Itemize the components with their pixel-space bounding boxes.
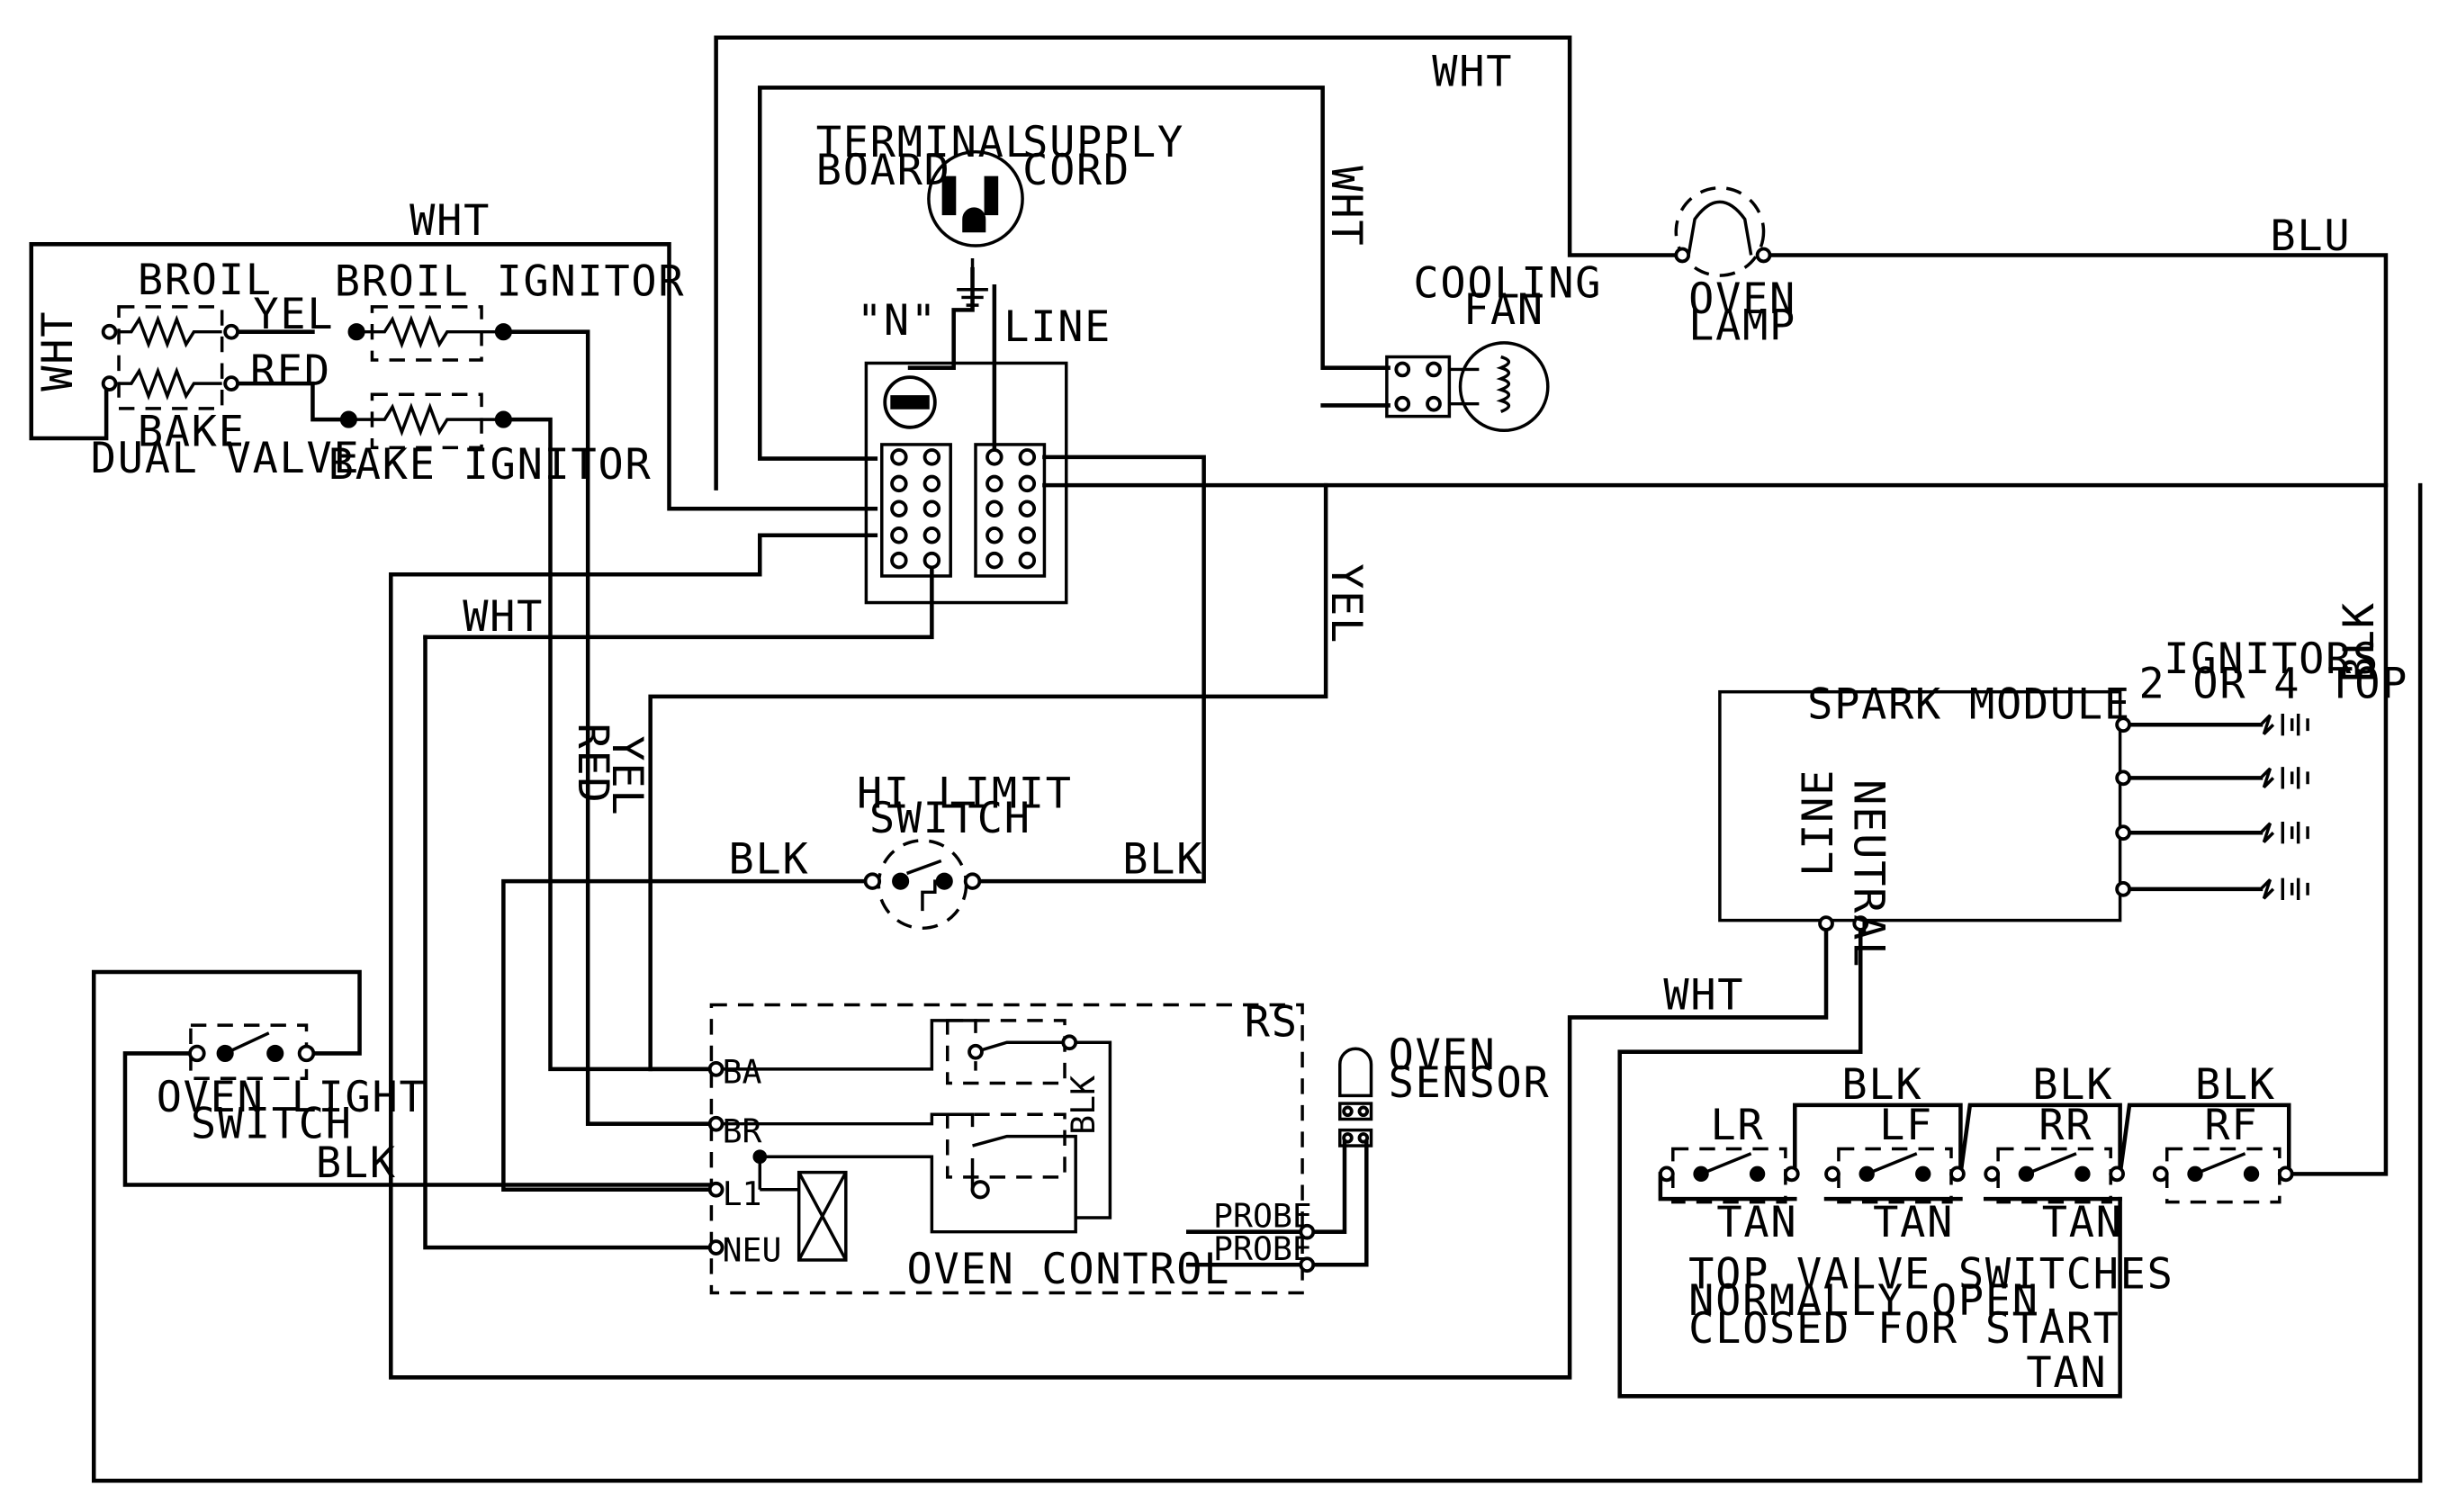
- hi-limit-label-2: SWITCH: [869, 794, 1031, 843]
- rr-label: RR: [2038, 1101, 2092, 1150]
- wire-label-yel-right: YEL: [1321, 563, 1371, 644]
- wire-label-blk-light: BLK: [316, 1138, 397, 1188]
- wire-label-wht-vertical: WHT: [1321, 166, 1371, 247]
- note-line-1: TOP VALVE SWITCHES: [1688, 1249, 2174, 1299]
- oven-sensor-label-1: OVEN: [1389, 1030, 1497, 1080]
- top-valve-switches: [1658, 1147, 2294, 1204]
- neutral-n-label: "N": [857, 296, 938, 346]
- supply-label: SUPPLY: [1022, 118, 1184, 167]
- neutral-label: NEUTRAL: [1843, 779, 1893, 968]
- cord-label: CORD: [1022, 146, 1130, 195]
- supply-cord-plug-icon: [927, 149, 1024, 307]
- bake-ignitor-label: BAKE IGNITOR: [328, 440, 652, 490]
- oven-lamp-icon: [1674, 185, 1772, 277]
- wire-label-wht-spark: WHT: [1663, 971, 1744, 1021]
- oven-lamp-label-2: LAMP: [1688, 301, 1796, 350]
- ba-label: BA: [723, 1052, 762, 1091]
- fan-label: FAN: [1463, 285, 1544, 335]
- wiring: [29, 35, 2423, 1483]
- terminal-board: [864, 361, 1068, 605]
- wire-label-blk-control: BLK: [1064, 1076, 1102, 1135]
- lf-label: LF: [1879, 1101, 1933, 1150]
- oven-control-label: OVEN CONTROL: [907, 1245, 1231, 1294]
- valve-switch-rf: [2152, 1147, 2294, 1204]
- wire-label-tan-1: TAN: [1716, 1198, 1797, 1247]
- wire-label-blk-hilimit-left: BLK: [729, 834, 810, 884]
- rf-label: RF: [2204, 1101, 2258, 1150]
- ignitors-label-1: IGNITORS: [2164, 634, 2380, 684]
- spark-line-label: LINE: [1794, 769, 1843, 877]
- line-label: LINE: [1004, 302, 1112, 352]
- board-label: BOARD: [816, 146, 951, 195]
- note-line-3: CLOSED FOR START: [1688, 1304, 2120, 1354]
- probe-label-1: PROBE: [1213, 1196, 1312, 1235]
- wire-label-tan-bottom: TAN: [2026, 1348, 2107, 1398]
- bake-label: BAKE: [138, 408, 246, 457]
- hi-limit-switch-icon: [863, 839, 982, 931]
- probe-label-2: PROBE: [1213, 1229, 1312, 1268]
- hi-limit-label-1: HI LIMIT: [857, 769, 1073, 818]
- br-label: BR: [723, 1112, 762, 1151]
- spark-module: [1718, 689, 2309, 932]
- broil-ignitor: [347, 305, 512, 362]
- valve-switch-lr: [1658, 1147, 1800, 1204]
- wire-label-blk-1: BLK: [1841, 1060, 1922, 1110]
- spark-module-label: SPARK MODULE: [1807, 680, 2131, 729]
- wire-label-wht-left: WHT: [410, 196, 490, 246]
- terminal-label: TERMINAL: [816, 118, 1032, 167]
- oven-sensor-icon: [1338, 1047, 1373, 1148]
- wire-label-blk-2: BLK: [2032, 1060, 2113, 1110]
- dual-valve-label: DUAL VALVE: [91, 434, 361, 483]
- wire-label-yel-vertical: YEL: [602, 735, 652, 816]
- neu-label: NEU: [723, 1231, 782, 1270]
- wire-label-wht-top: WHT: [1432, 48, 1513, 97]
- wire-label-red-vertical: RED: [568, 723, 617, 804]
- wire-label-tan-3: TAN: [2042, 1198, 2123, 1247]
- oven-control: [707, 1003, 1316, 1295]
- oven-light-switch-icon: [188, 1023, 316, 1080]
- lr-label: LR: [1710, 1101, 1764, 1150]
- wire-label-tan-2: TAN: [1873, 1198, 1954, 1247]
- wire-label-yel-broil: YEL: [253, 290, 334, 339]
- wire-label-blk-3: BLK: [2195, 1060, 2276, 1110]
- oven-lamp-label-1: OVEN: [1688, 274, 1796, 324]
- l1-label: L1: [723, 1174, 762, 1213]
- broil-label: BROIL: [138, 256, 273, 305]
- wire-label-red-bake: RED: [250, 346, 331, 396]
- valve-switch-lf: [1824, 1147, 1966, 1204]
- bake-ignitor: [339, 392, 512, 450]
- component-labels: TERMINAL BOARD SUPPLY CORD "N" LINE COOL…: [91, 118, 2408, 1354]
- wire-label-blk-right: BLK: [2335, 601, 2384, 682]
- cooling-label: COOLING: [1413, 258, 1602, 308]
- wire-label-wht-neutral: WHT: [463, 592, 544, 642]
- note-line-2: NORMALLY OPEN.: [1688, 1276, 2066, 1326]
- wire-label-wht-valve: WHT: [33, 310, 83, 392]
- rs-label: RS: [1245, 997, 1299, 1047]
- terminal-screws: [890, 448, 1037, 570]
- wire-label-blk-hilimit-right: BLK: [1122, 834, 1203, 884]
- ignitor-spark-icons: [2259, 714, 2309, 900]
- cooling-fan-icon: [1385, 341, 1550, 432]
- oven-light-label-2: SWITCH: [191, 1099, 353, 1148]
- oven-sensor-label-2: SENSOR: [1389, 1058, 1551, 1108]
- wire-color-labels: WHT WHT BLU WHT WHT YEL RED WHT RED YEL …: [33, 48, 2384, 1398]
- wire-label-blu: BLU: [2270, 212, 2351, 261]
- broil-ignitor-label: BROIL IGNITOR: [335, 257, 686, 307]
- dual-valve: [101, 305, 239, 410]
- oven-light-label-1: OVEN LIGHT: [157, 1073, 427, 1122]
- ignitors-label-2: 2 OR 4 TOP: [2138, 660, 2408, 709]
- valve-switch-rr: [1984, 1147, 2126, 1204]
